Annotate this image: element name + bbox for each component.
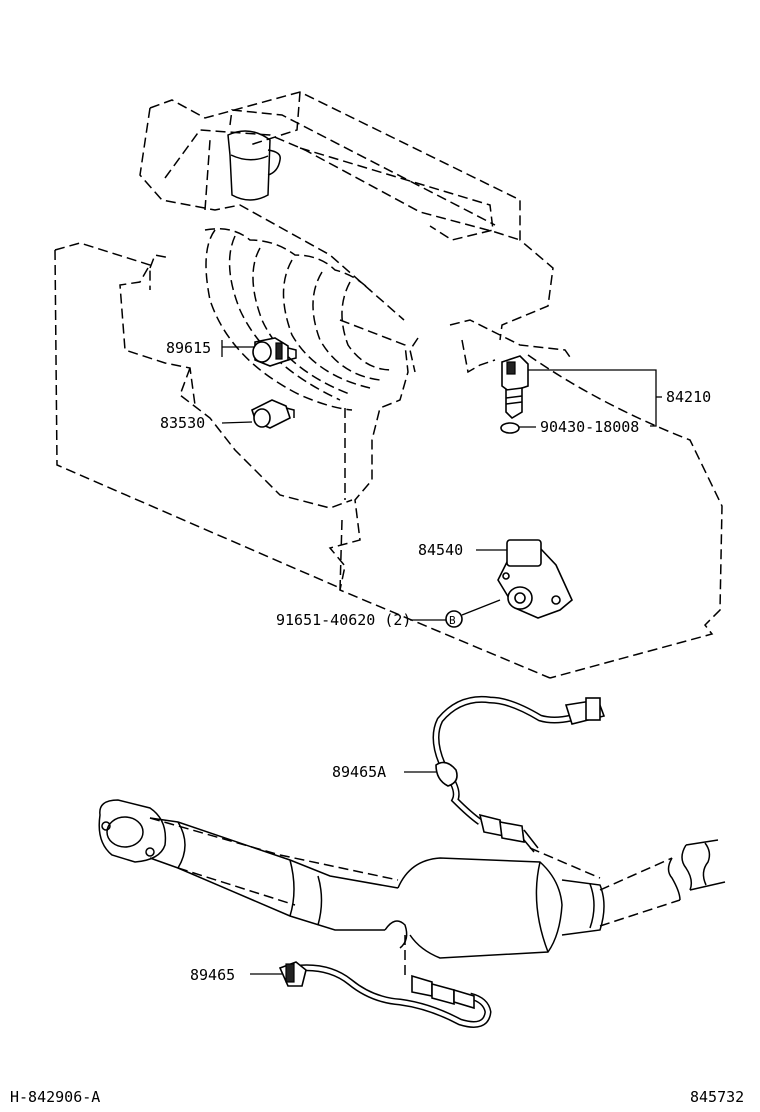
illustration-code-left: H-842906-A (10, 1088, 100, 1106)
part-91651-bolt: B (445, 610, 463, 628)
label-90430-18008: 90430-18008 (540, 418, 639, 436)
leader-lines (221, 340, 662, 975)
label-89465: 89465 (190, 966, 235, 984)
part-89465-oxygen-sensor (278, 961, 492, 1028)
label-84540: 84540 (418, 541, 463, 559)
label-91651-40620: 91651-40620 (2) (276, 611, 411, 629)
part-89615-sensor (252, 337, 297, 367)
part-90430-gasket (500, 422, 520, 434)
part-84540-switch (497, 539, 573, 619)
svg-text:B: B (449, 614, 456, 627)
exhaust-pipe-outline (98, 799, 726, 975)
part-83530-switch (251, 399, 295, 429)
label-89615: 89615 (166, 339, 211, 357)
part-84210-sender (501, 355, 529, 420)
part-89465A-oxygen-sensor (432, 695, 606, 853)
label-89465A: 89465A (332, 763, 386, 781)
label-84210: 84210 (666, 388, 711, 406)
label-83530: 83530 (160, 414, 205, 432)
engine-block-outline (54, 91, 723, 679)
illustration-code-right: 845732 (690, 1088, 744, 1106)
